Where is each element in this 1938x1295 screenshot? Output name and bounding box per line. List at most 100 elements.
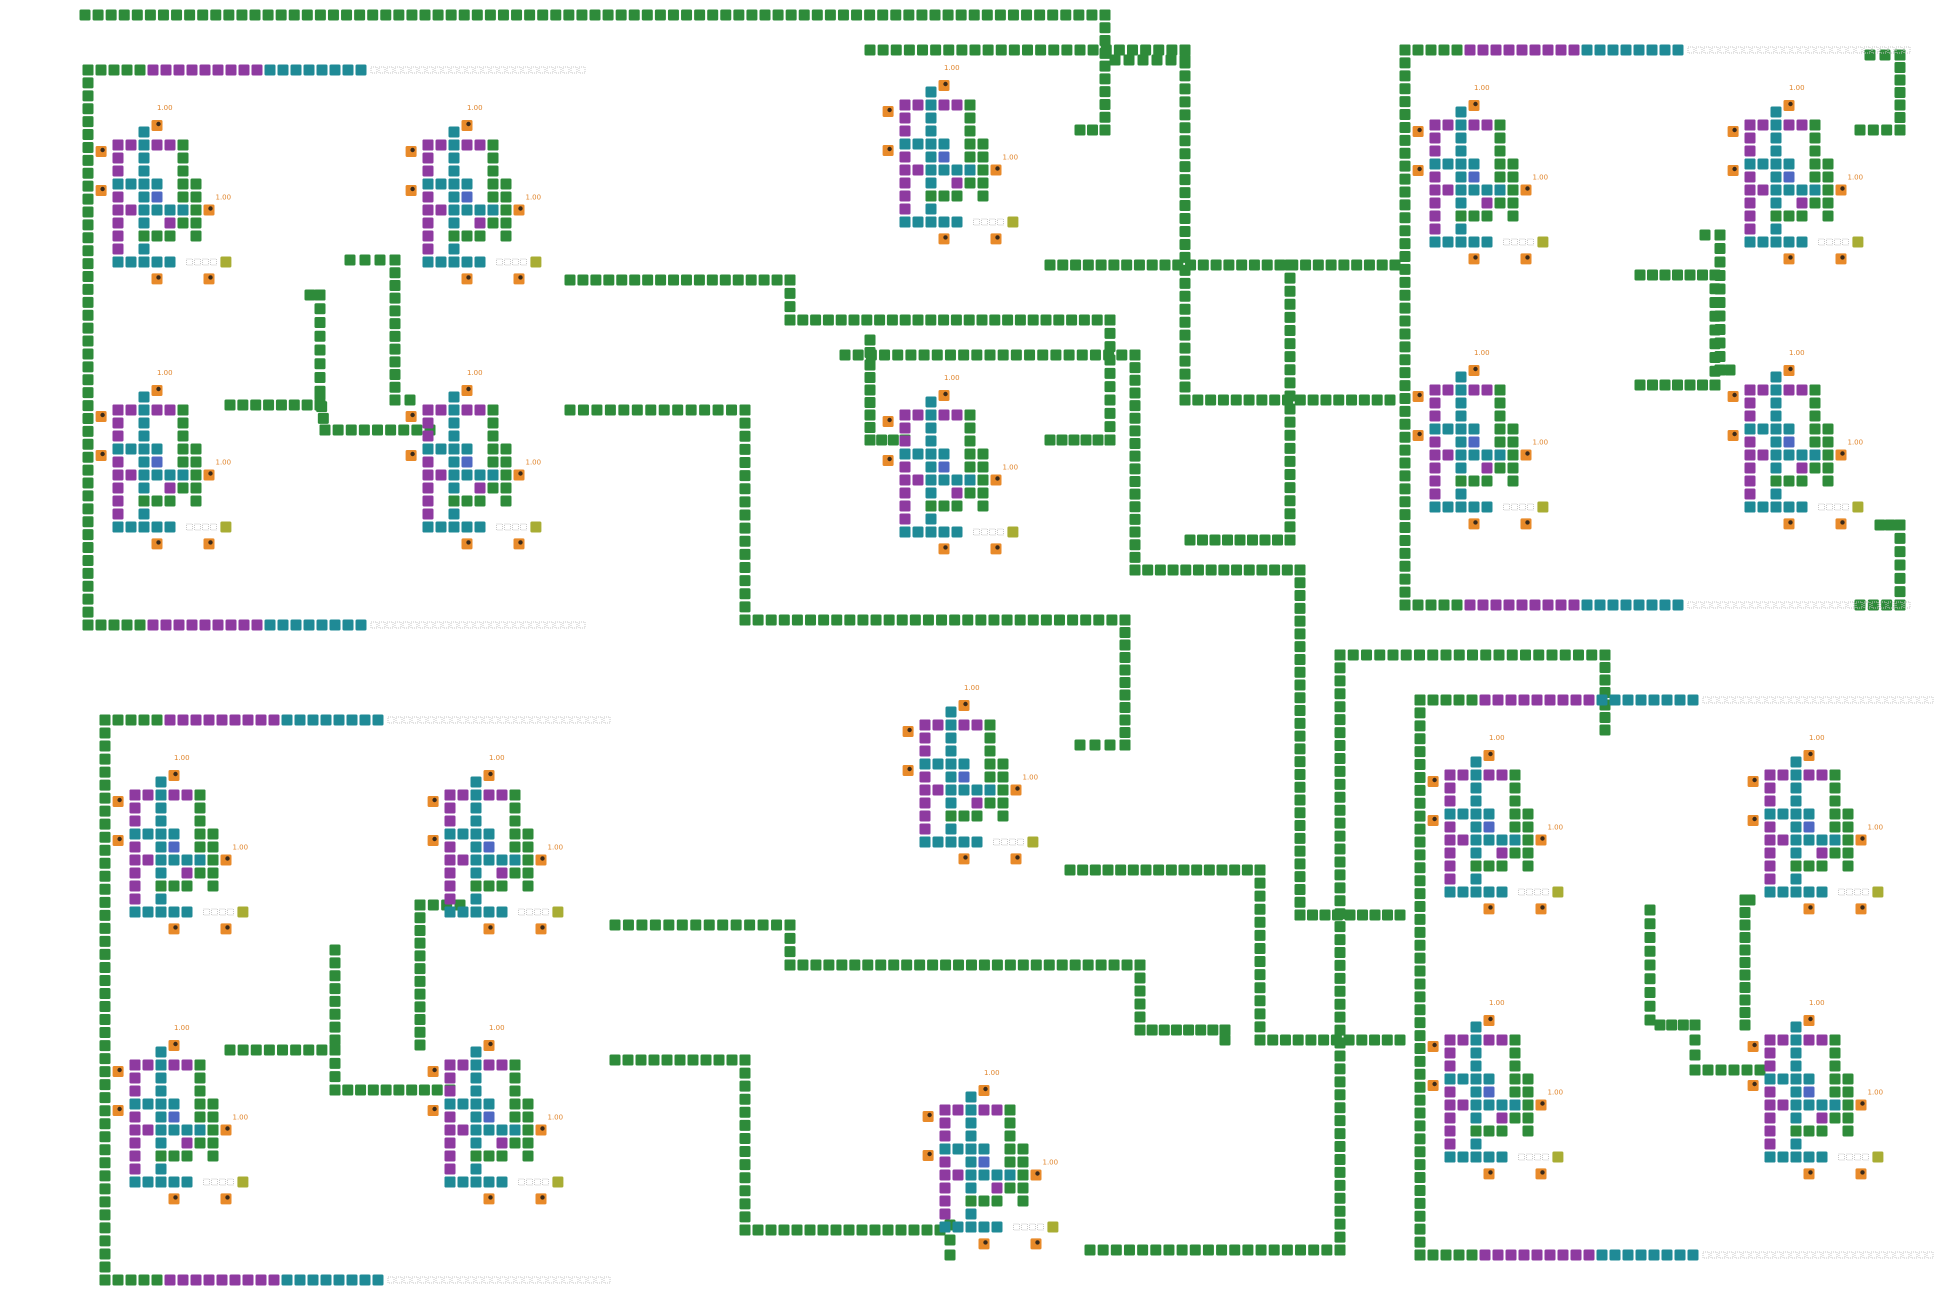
wire-tile (314, 9, 326, 21)
cell-output (1027, 836, 1039, 848)
empty-slot (1727, 601, 1735, 609)
empty-slot (194, 258, 201, 266)
bus-tile (1672, 44, 1684, 56)
empty-slot (186, 258, 193, 266)
wire-tile (719, 274, 731, 286)
cell-wire (1442, 158, 1454, 170)
empty-slot (1834, 503, 1841, 511)
empty-slot (1894, 1251, 1902, 1259)
value-label: 1.00 (489, 1024, 505, 1032)
cell-wire (138, 391, 150, 403)
wire-tile (1108, 259, 1120, 271)
wire-path (1084, 649, 1611, 1256)
port-node-dot (1732, 431, 1737, 437)
wire-tile (1189, 1244, 1201, 1256)
wire-tile (1179, 394, 1191, 406)
cell-wire (151, 178, 163, 190)
wire-tile (1195, 1024, 1207, 1036)
empty-slot (587, 1276, 595, 1284)
wire-tile (414, 1039, 426, 1051)
wire-tile (876, 434, 888, 446)
wire-tile (389, 330, 401, 342)
empty-slot (1879, 46, 1887, 54)
empty-slot (1751, 46, 1759, 54)
cell-wire (1522, 808, 1534, 820)
wire-tile (1067, 614, 1079, 626)
wire-tile (1334, 662, 1346, 674)
cell-wire (912, 526, 924, 538)
wire-tile (1044, 434, 1056, 446)
cell-wire (470, 802, 482, 814)
cell-node (461, 456, 473, 468)
cell-wire (899, 164, 911, 176)
empty-slot (1758, 696, 1766, 704)
cell-wire (1468, 158, 1480, 170)
empty-slot (1511, 503, 1518, 511)
cell-wire (899, 138, 911, 150)
bus-tile (1399, 341, 1411, 353)
wire-tile (171, 9, 183, 21)
empty-slot (443, 716, 451, 724)
cell-wire (1757, 236, 1769, 248)
empty-slot (1526, 1153, 1533, 1161)
wire-tile (672, 404, 684, 416)
wire-tile (1044, 259, 1056, 271)
wire-tile (1894, 62, 1906, 73)
wire-tile (1684, 379, 1696, 391)
cell-wire (177, 165, 189, 177)
port-node-dot (887, 417, 892, 423)
cell-wire (444, 1176, 456, 1188)
cell-wire (461, 521, 473, 533)
wire-path (1044, 259, 1401, 271)
empty-slot (1726, 1251, 1734, 1259)
cell-wire (138, 204, 150, 216)
wire-tile (1864, 49, 1876, 61)
empty-slot (1846, 1251, 1854, 1259)
wire-tile (427, 899, 439, 911)
wire-tile (389, 292, 401, 304)
cell-wire (1842, 860, 1854, 872)
cell-wire (1468, 475, 1480, 487)
wire-tile (1110, 1244, 1122, 1256)
wire-tile (856, 1224, 868, 1236)
bus-tile (1687, 694, 1699, 706)
wire-tile (1724, 364, 1736, 376)
port-node-dot (410, 451, 415, 457)
cell-wire (1455, 501, 1467, 513)
wire-tile (393, 1084, 405, 1096)
empty-slot (378, 621, 386, 629)
port-node-dot (518, 540, 523, 545)
cell-wire (1764, 1073, 1776, 1085)
wire-tile (1884, 519, 1896, 531)
wire-tile (341, 9, 353, 21)
wire-tile (1040, 314, 1052, 326)
bus-tile (1399, 483, 1411, 495)
cell-wire (952, 1104, 964, 1116)
wire-tile (1334, 804, 1346, 816)
empty-slot (538, 66, 546, 74)
port-node-dot (1525, 451, 1530, 456)
bus-tile (1464, 44, 1476, 56)
bus-tile (1414, 1172, 1426, 1184)
wire-tile (1284, 495, 1296, 507)
empty-slot (1711, 46, 1719, 54)
cell-wire (951, 500, 963, 512)
cell-wire (1790, 808, 1802, 820)
wire-tile (739, 404, 751, 416)
cell-wire (496, 880, 508, 892)
wire-tile (874, 314, 886, 326)
port-node-dot (1432, 1042, 1437, 1048)
bus-tile (346, 714, 358, 726)
cell-wire (978, 1169, 990, 1181)
wire-tile (1894, 559, 1906, 571)
port-node-dot (1840, 255, 1845, 260)
cell-wire (151, 139, 163, 151)
wire-tile (739, 614, 751, 626)
empty-slot (1823, 46, 1831, 54)
value-label: 1.00 (174, 1024, 190, 1032)
bus-tile (82, 180, 94, 192)
wire-tile (975, 614, 987, 626)
bus-tile (1451, 599, 1463, 611)
cell-wire (168, 1150, 180, 1162)
port-node-dot (1752, 1081, 1757, 1087)
